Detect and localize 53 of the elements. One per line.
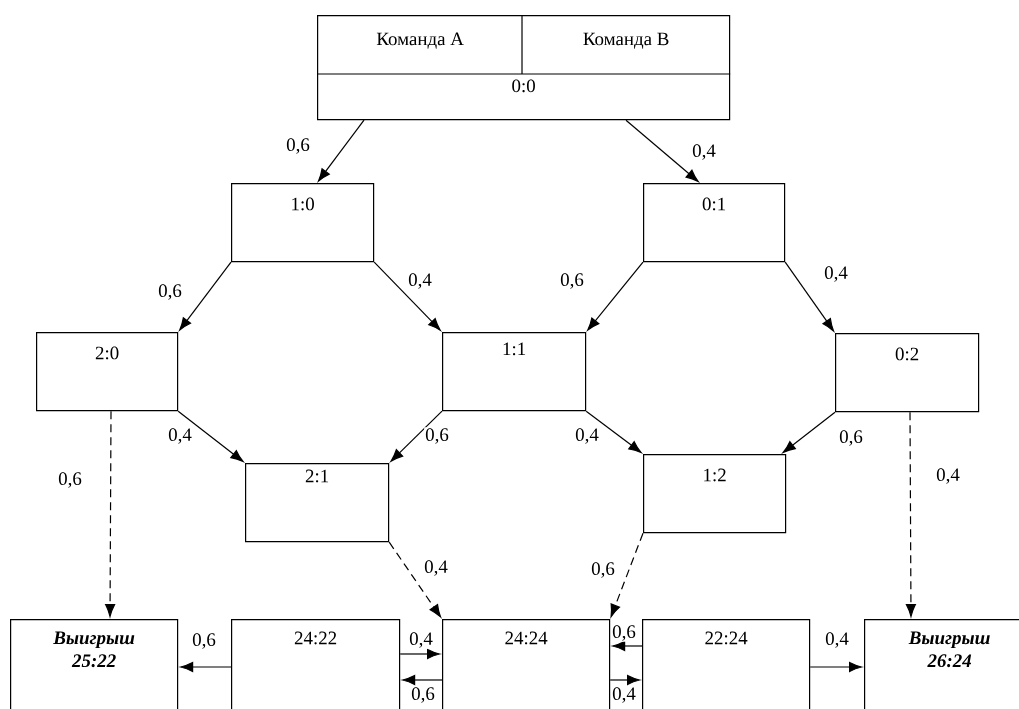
edge-label: 0,4 xyxy=(167,427,193,445)
edge-label: 0,6 xyxy=(838,429,864,447)
arrow xyxy=(390,410,443,462)
edge-label: 0,6 xyxy=(191,632,217,650)
arrow xyxy=(784,261,835,332)
edge-label: 0,4 xyxy=(408,631,434,649)
arrow xyxy=(180,661,232,673)
arrow xyxy=(610,532,644,618)
edge-label: 0,6 xyxy=(285,137,311,155)
arrow xyxy=(373,261,441,331)
edge-label: 0,6 xyxy=(410,686,436,704)
score-box: 1:0 xyxy=(231,183,375,263)
edge-label: 0,6 xyxy=(611,624,637,642)
arrow xyxy=(612,640,643,652)
arrow xyxy=(609,674,641,686)
edge-label: 0,4 xyxy=(935,467,961,485)
arrow xyxy=(809,661,863,673)
arrow xyxy=(399,648,441,660)
edge-label: 0,6 xyxy=(424,427,450,445)
arrow xyxy=(625,119,699,182)
edge-label: 0,4 xyxy=(574,427,600,445)
edge-label: 0,4 xyxy=(423,559,449,577)
score-box: 24:22 xyxy=(231,619,401,709)
score-box: 1:1 xyxy=(442,332,587,412)
arrow xyxy=(388,541,442,618)
edge-label: 0,4 xyxy=(691,143,717,161)
edge-label: 0,6 xyxy=(590,561,616,579)
score-box: 0:2 xyxy=(835,333,980,413)
arrow xyxy=(585,410,642,454)
edge-label: 0,6 xyxy=(559,272,585,290)
edge-label: 0,4 xyxy=(611,686,637,704)
arrow xyxy=(179,261,232,331)
score-table: Команда A Команда B 0:0 xyxy=(316,14,731,121)
arrow xyxy=(905,411,916,618)
edge-label: 0,6 xyxy=(157,283,183,301)
edge-label: 0,6 xyxy=(57,471,83,489)
score-box: 0:1 xyxy=(643,183,786,263)
arrow xyxy=(587,261,644,331)
score-box: 1:2 xyxy=(643,454,787,534)
score-box: 2:0 xyxy=(36,332,179,412)
arrow xyxy=(177,410,244,463)
arrow xyxy=(782,411,836,454)
result-box: Выигрыш 26:24 xyxy=(864,619,1019,709)
score-box: 24:24 xyxy=(442,619,611,709)
edge-label: 0,4 xyxy=(823,265,849,283)
score-box: 22:24 xyxy=(642,619,811,709)
arrow xyxy=(402,674,443,686)
arrow xyxy=(317,119,365,182)
arrow xyxy=(105,410,116,618)
score-box: 2:1 xyxy=(245,463,390,543)
result-box: Выигрыш 25:22 xyxy=(10,619,179,709)
edge-label: 0,4 xyxy=(407,272,433,290)
edge-label: 0,4 xyxy=(824,631,850,649)
